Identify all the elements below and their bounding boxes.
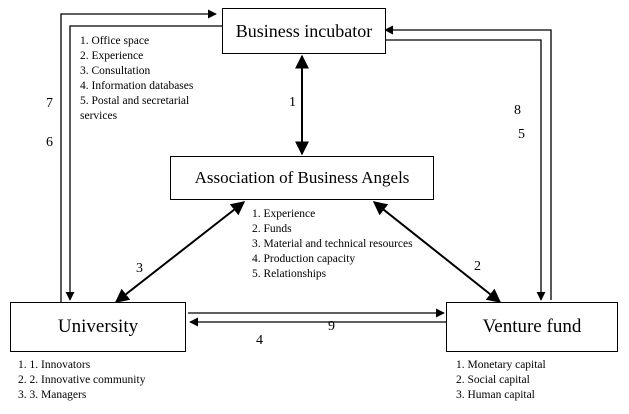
node-label: University: [57, 316, 139, 337]
list-item: 3. Consultation: [80, 65, 151, 77]
university-resources-list: 1. 1. Innovators 2. 2. Innovative commun…: [18, 358, 145, 403]
list-item: services: [80, 110, 118, 122]
edge-label-9: 9: [328, 319, 335, 334]
edge-association-venture: [372, 201, 502, 303]
edge-association-university: [114, 201, 246, 303]
edge-university-to-incubator: [60, 9, 217, 302]
edge-label-6: 6: [46, 135, 53, 150]
edge-label-2: 2: [474, 259, 481, 274]
list-item: 5. Relationships: [252, 268, 327, 280]
edge-label-8: 8: [514, 103, 521, 118]
node-label: Venture fund: [482, 316, 582, 337]
list-item: 2. Funds: [252, 223, 292, 235]
list-item: 3. 3. Managers: [18, 389, 87, 401]
node-label: Association of Business Angels: [194, 168, 410, 187]
list-item: 4. Information databases: [80, 80, 194, 92]
edge-incubator-to-venture: [385, 39, 546, 301]
node-association-business-angels: Association of Business Angels: [170, 156, 434, 200]
node-venture-fund: Venture fund: [446, 302, 618, 352]
venture-resources-list: 1. Monetary capital 2. Social capital 3.…: [456, 358, 546, 403]
list-item: 3. Material and technical resources: [252, 238, 413, 250]
incubator-resources-list: 1. Office space 2. Experience 3. Consult…: [80, 34, 193, 124]
list-item: 2. Experience: [80, 50, 144, 62]
edge-label-1: 1: [289, 95, 296, 110]
list-item: 2. Social capital: [456, 374, 530, 386]
list-item: 2. 2. Innovative community: [18, 374, 146, 386]
edge-venture-to-incubator: [384, 25, 552, 300]
list-item: 3. Human capital: [456, 389, 535, 401]
node-business-incubator: Business incubator: [222, 8, 386, 54]
edge-label-7: 7: [46, 96, 53, 111]
edge-label-4: 4: [256, 333, 263, 348]
list-item: 5. Postal and secretarial: [80, 95, 190, 107]
list-item: 1. Monetary capital: [456, 359, 546, 371]
angels-resources-list: 1. Experience 2. Funds 3. Material and t…: [252, 207, 413, 282]
edge-incubator-to-university: [65, 25, 222, 301]
list-item: 1. 1. Innovators: [18, 359, 91, 371]
list-item: 1. Experience: [252, 208, 316, 220]
node-university: University: [10, 302, 186, 352]
node-label: Business incubator: [235, 20, 373, 41]
list-item: 4. Production capacity: [252, 253, 356, 265]
list-item: 1. Office space: [80, 35, 150, 47]
edge-label-5: 5: [518, 127, 525, 142]
edge-label-3: 3: [136, 261, 143, 276]
